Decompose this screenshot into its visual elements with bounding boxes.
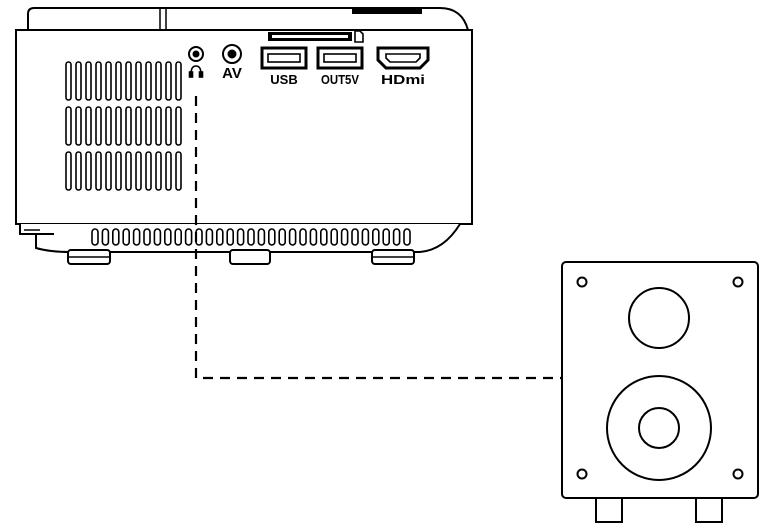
speaker-woofer-cone <box>638 407 680 449</box>
vent-slot <box>75 61 82 101</box>
speaker-woofer <box>606 375 712 481</box>
bottom-vent-slot <box>309 228 318 246</box>
bottom-vent-slot <box>143 228 151 246</box>
bottom-vent-slot <box>371 228 380 246</box>
av-label: AV <box>222 65 242 82</box>
bottom-vent-slot <box>403 228 411 246</box>
vent-slot <box>145 106 152 146</box>
bottom-vent-slot <box>216 228 224 246</box>
bottom-vent-slot <box>247 228 255 246</box>
vent-slot <box>115 61 122 101</box>
vent-slot <box>135 106 142 146</box>
vent-slot <box>175 151 182 191</box>
vent-slot <box>105 106 112 146</box>
bottom-vent-slot <box>112 228 120 246</box>
audio-cable <box>194 96 564 380</box>
speaker-foot-right <box>695 497 723 523</box>
bottom-vent-slot <box>257 228 266 246</box>
bottom-vent-slot <box>351 228 359 246</box>
speaker-foot-left <box>595 497 623 523</box>
vent-slot <box>85 61 92 101</box>
vent-slot <box>75 106 82 146</box>
speaker <box>561 261 759 523</box>
vent-slot <box>95 151 102 191</box>
headphone-jack <box>188 46 204 62</box>
bottom-vent-slot <box>91 228 99 246</box>
vent-slot <box>125 106 132 146</box>
vent-slot <box>75 151 82 191</box>
vent-slot <box>65 61 72 101</box>
bottom-vent-slot <box>330 228 339 246</box>
projector-foot-center <box>229 249 271 265</box>
bottom-vent-slot <box>101 228 110 246</box>
projector-body <box>15 29 473 225</box>
out5v-port <box>316 46 364 70</box>
sd-card-slot <box>268 32 352 41</box>
out5v-label: OUT5V <box>321 72 359 87</box>
bottom-vent-slot <box>288 228 297 246</box>
bottom-vent-slot <box>184 228 193 246</box>
bottom-vent-slot <box>153 228 162 246</box>
vent-slot <box>155 61 162 101</box>
vent-slot <box>115 151 122 191</box>
vent-slot <box>85 106 92 146</box>
port-panel <box>188 30 430 78</box>
usb-port <box>260 46 308 70</box>
speaker-cabinet <box>561 261 759 499</box>
vent-slot <box>165 106 172 146</box>
vent-slot <box>155 106 162 146</box>
projector-side-vents <box>65 61 182 191</box>
headphone-icon <box>188 65 204 78</box>
vent-slot <box>105 61 112 101</box>
vent-slot <box>125 61 132 101</box>
hdmi-label: HDmi <box>381 72 425 87</box>
vent-slot <box>135 151 142 191</box>
bottom-vent-slot <box>278 228 287 246</box>
usb-label: USB <box>270 72 297 87</box>
vent-slot <box>145 61 152 101</box>
bottom-vent-slot <box>340 228 349 246</box>
vent-slot <box>135 61 142 101</box>
bottom-vent-slot <box>174 228 182 246</box>
vent-slot <box>95 106 102 146</box>
bottom-vent-slot <box>205 228 214 246</box>
speaker-tweeter <box>628 287 690 349</box>
vent-slot <box>125 151 132 191</box>
hdmi-port <box>376 46 430 70</box>
bottom-vent-slot <box>382 228 391 246</box>
vent-slot <box>175 61 182 101</box>
bottom-vent-slot <box>267 228 276 246</box>
vent-slot <box>165 151 172 191</box>
vent-slot <box>95 61 102 101</box>
vent-slot <box>65 151 72 191</box>
bottom-vent-slot <box>361 228 370 246</box>
bottom-vent-slot <box>122 228 130 246</box>
vent-slot <box>165 61 172 101</box>
bottom-vent-slot <box>236 228 245 246</box>
vent-slot <box>105 151 112 191</box>
vent-slot <box>175 106 182 146</box>
vent-slot <box>115 106 122 146</box>
sd-card-icon <box>354 30 364 43</box>
vent-slot <box>85 151 92 191</box>
projector <box>15 7 473 265</box>
projector-bottom-vents <box>91 228 411 246</box>
vent-slot <box>155 151 162 191</box>
bottom-vent-slot <box>319 228 328 246</box>
vent-slot <box>145 151 152 191</box>
bottom-vent-slot <box>226 228 234 246</box>
bottom-vent-slot <box>132 228 141 246</box>
bottom-vent-slot <box>299 228 307 246</box>
av-jack <box>222 44 242 64</box>
vent-slot <box>65 106 72 146</box>
bottom-vent-slot <box>392 228 401 246</box>
bottom-vent-slot <box>164 228 172 246</box>
